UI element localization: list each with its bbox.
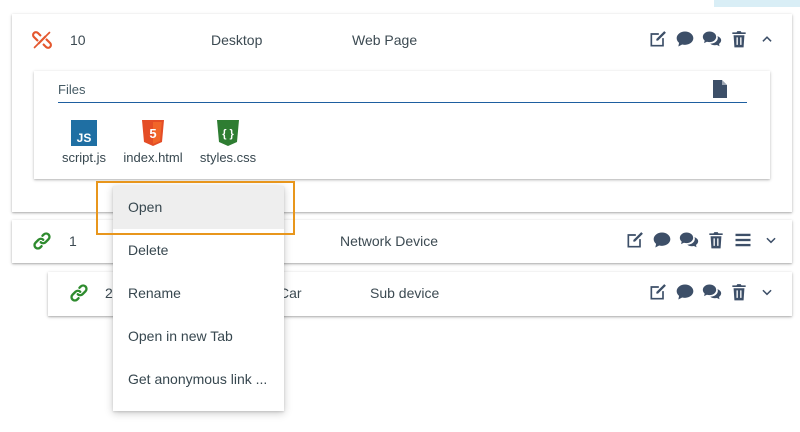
row-type: Desktop	[211, 32, 263, 48]
row-category: Sub device	[370, 285, 440, 301]
comments-icon[interactable]	[701, 28, 723, 50]
collapse-chevron-icon[interactable]	[758, 30, 776, 48]
file-index-html[interactable]: 5 index.html	[118, 119, 188, 165]
broken-link-icon[interactable]	[32, 30, 52, 50]
row-type: Car	[279, 285, 302, 301]
row-id: 1	[69, 233, 77, 249]
link-icon[interactable]	[69, 283, 89, 303]
file-name: script.js	[61, 150, 107, 165]
file-name: styles.css	[199, 150, 257, 165]
svg-text:{ }: { }	[222, 128, 234, 140]
menu-item-open-new-tab[interactable]: Open in new Tab	[128, 328, 233, 344]
link-icon[interactable]	[32, 231, 52, 251]
comment-icon[interactable]	[651, 229, 673, 251]
menu-item-open[interactable]: Open	[113, 186, 284, 229]
row-id: 2	[105, 285, 113, 301]
files-underline	[58, 102, 747, 103]
row-id: 10	[70, 32, 86, 48]
file-context-menu: Open Delete Rename Open in new Tab Get a…	[113, 186, 284, 411]
files-label: Files	[58, 82, 86, 97]
files-panel: Files JS script.js 5 index.html	[34, 71, 770, 179]
document-icon[interactable]	[712, 80, 728, 98]
menu-item-delete[interactable]: Delete	[128, 242, 169, 258]
row-actions	[647, 28, 776, 50]
file-styles-css[interactable]: { } styles.css	[193, 119, 263, 165]
css-file-icon: { }	[214, 119, 242, 147]
device-row-10: 10 Desktop Web Page Files JS	[12, 14, 792, 212]
trash-icon[interactable]	[728, 281, 750, 303]
comments-icon[interactable]	[701, 281, 723, 303]
row-actions	[624, 229, 780, 251]
comment-icon[interactable]	[674, 281, 696, 303]
row-category: Network Device	[340, 233, 439, 249]
row-category: Web Page	[352, 32, 418, 48]
file-script-js[interactable]: JS script.js	[49, 119, 119, 165]
edit-icon[interactable]	[647, 281, 669, 303]
edit-icon[interactable]	[647, 28, 669, 50]
file-name: index.html	[123, 150, 183, 165]
trash-icon[interactable]	[705, 229, 727, 251]
top-strip	[714, 0, 800, 7]
menu-item-rename[interactable]: Rename	[128, 285, 181, 301]
trash-icon[interactable]	[728, 28, 750, 50]
expand-chevron-icon[interactable]	[758, 283, 776, 301]
menu-item-anonymous-link[interactable]: Get anonymous link ...	[128, 371, 268, 387]
comments-icon[interactable]	[678, 229, 700, 251]
svg-text:5: 5	[149, 126, 156, 141]
menu-icon[interactable]	[732, 229, 754, 251]
row-actions	[647, 281, 776, 303]
svg-text:JS: JS	[77, 131, 92, 145]
expand-chevron-icon[interactable]	[762, 231, 780, 249]
js-file-icon: JS	[70, 119, 98, 147]
comment-icon[interactable]	[674, 28, 696, 50]
edit-icon[interactable]	[624, 229, 646, 251]
html5-file-icon: 5	[139, 119, 167, 147]
